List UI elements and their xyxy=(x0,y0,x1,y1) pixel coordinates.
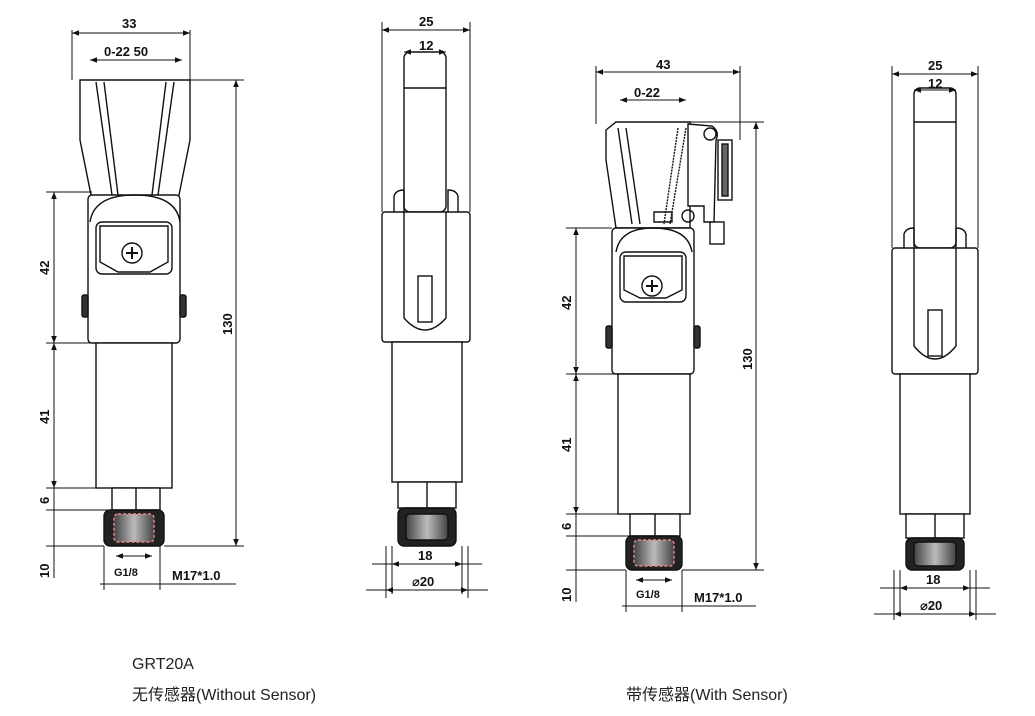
side-arm xyxy=(403,51,447,213)
side-dim-inner: 12 xyxy=(928,76,942,91)
dim-port: G1/8 xyxy=(636,589,660,601)
dim-nut-height: 6 xyxy=(559,523,574,530)
side-dim-width: 25 xyxy=(419,14,433,29)
side-arm xyxy=(913,87,957,249)
model-caption: GRT20A xyxy=(132,656,194,673)
gripper-head xyxy=(87,194,181,344)
gripper-jaw-outline xyxy=(605,121,691,229)
cylinder-body xyxy=(95,342,173,489)
dim-overall-width: 33 xyxy=(122,16,136,31)
side-slot xyxy=(913,248,957,360)
side-dim-inner: 12 xyxy=(419,38,433,53)
side-knob-right xyxy=(179,294,187,318)
view-with-sensor-front xyxy=(566,66,764,612)
gripper-jaw-right xyxy=(151,81,175,196)
dim-thread-height: 10 xyxy=(37,564,52,578)
dim-body-height: 41 xyxy=(559,438,574,452)
dim-thread-height: 10 xyxy=(559,588,574,602)
gripper-jaw-right xyxy=(663,127,687,225)
dim-body-height: 41 xyxy=(37,410,52,424)
dim-range: 0-22 xyxy=(634,85,660,100)
gripper-head xyxy=(611,227,695,375)
head-bevel xyxy=(99,225,169,273)
view-with-sensor-side xyxy=(874,66,996,620)
head-plate xyxy=(95,221,173,275)
view-without-sensor-front xyxy=(46,30,244,590)
view-without-sensor-side xyxy=(366,22,488,598)
side-dim-dia: ⌀20 xyxy=(920,598,942,613)
sensor-module xyxy=(687,123,719,223)
with-sensor-caption: 带传感器(With Sensor) xyxy=(626,687,788,704)
side-dim-base: 18 xyxy=(926,572,940,587)
dim-total-height: 130 xyxy=(740,348,755,370)
gripper-jaw-left xyxy=(95,81,119,196)
side-slot xyxy=(403,212,447,331)
side-body xyxy=(899,373,971,515)
dim-nut-height: 6 xyxy=(37,497,52,504)
side-dim-base: 18 xyxy=(418,548,432,563)
head-hump xyxy=(89,194,181,223)
gripper-jaw-outline xyxy=(79,79,191,201)
dim-gripper-height: 42 xyxy=(559,296,574,310)
side-dim-dia: ⌀20 xyxy=(412,574,434,589)
dim-thread: M17*1.0 xyxy=(694,590,742,605)
side-knob-left xyxy=(81,294,89,318)
side-body xyxy=(391,341,463,483)
side-dim-width: 25 xyxy=(928,58,942,73)
gripper-jaw-left xyxy=(617,127,641,225)
dim-port: G1/8 xyxy=(114,567,138,579)
dim-overall-width: 43 xyxy=(656,57,670,72)
cylinder-body xyxy=(617,373,691,515)
dim-gripper-height: 42 xyxy=(37,261,52,275)
without-sensor-caption: 无传感器(Without Sensor) xyxy=(132,687,317,704)
dim-thread: M17*1.0 xyxy=(172,568,220,583)
dim-range: 0-22 50 xyxy=(104,44,148,59)
dim-total-height: 130 xyxy=(220,313,235,335)
